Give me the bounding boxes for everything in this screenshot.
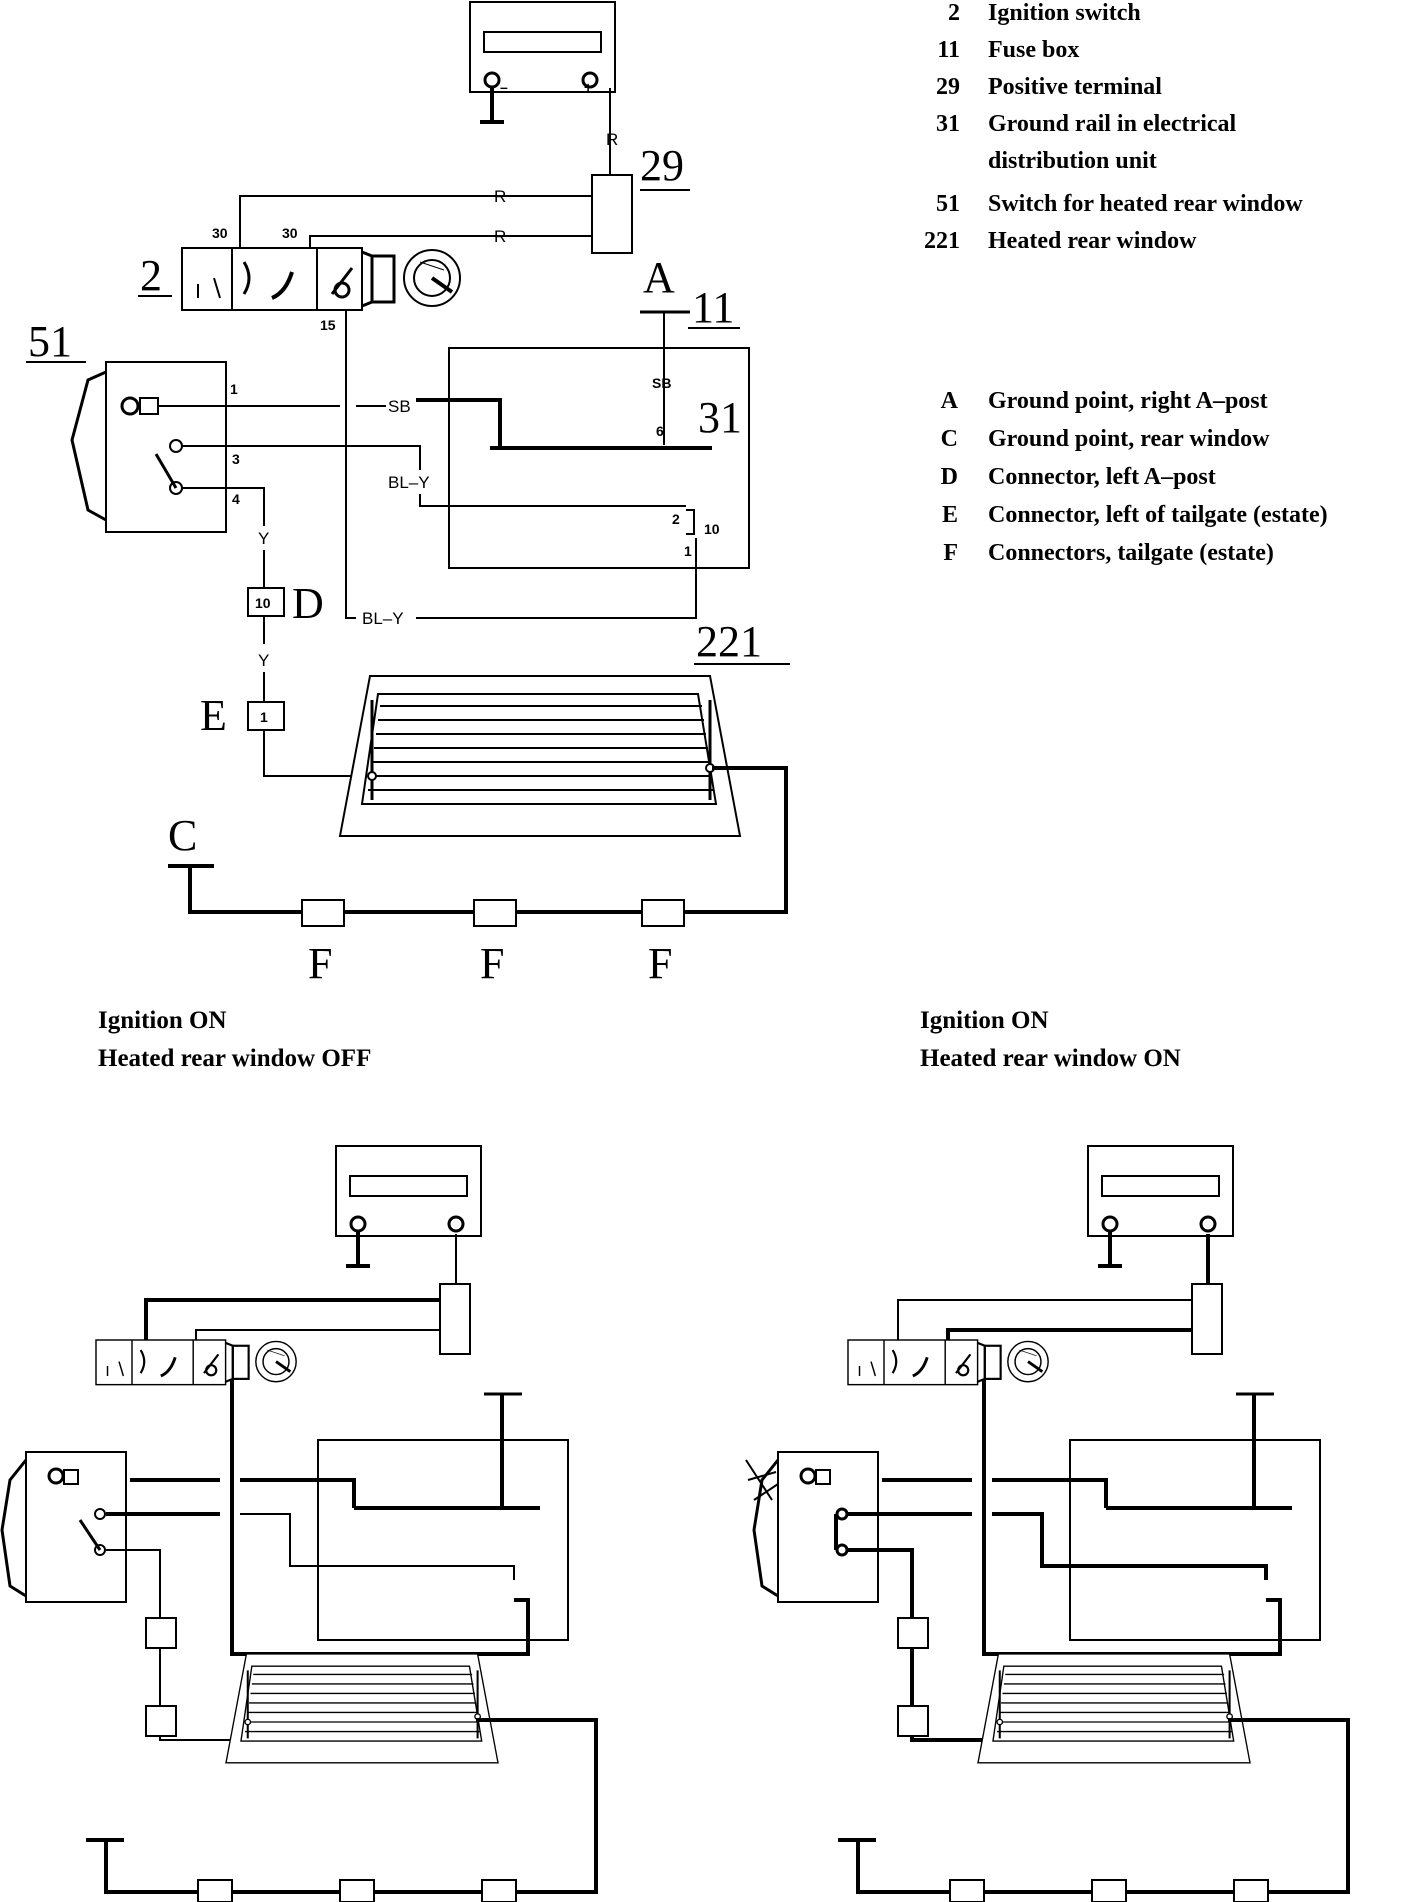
main-diagram: – + R 29 R R 30 30 15 2 A 11 SB 6 31 2 1: [26, 0, 790, 988]
label-E: E: [200, 691, 227, 740]
wire-label-red-top: R: [606, 130, 618, 149]
state-diagram-on: [745, 1144, 1350, 1902]
battery-minus-label: –: [500, 79, 508, 95]
pin-fuse-1: 1: [684, 543, 692, 559]
legend-code: A: [941, 388, 959, 414]
legend-text: Ground point, right A–post: [988, 388, 1268, 414]
legend-code: 29: [936, 74, 960, 100]
wire-label-red-1: R: [494, 187, 506, 206]
legend-code: 11: [937, 37, 960, 63]
label-11: 11: [692, 283, 734, 332]
wire-label-y-lower: Y: [258, 651, 269, 670]
legend-code: 221: [924, 228, 960, 254]
legend-code: E: [942, 502, 958, 528]
connector-f-1: [301, 899, 345, 927]
label-A: A: [643, 253, 675, 302]
legend-code: 2: [948, 0, 960, 26]
wire-switch-pin3: [182, 445, 421, 470]
label-221: 221: [696, 617, 762, 666]
wire-label-bly-upper: BL–Y: [388, 473, 430, 492]
wire-label-sb-switch: SB: [388, 397, 411, 416]
heated-rear-window: [338, 674, 742, 838]
wire-switch-pin4: [182, 487, 265, 526]
pin-fuse-10: 10: [704, 521, 720, 537]
wire-red-1: [239, 195, 592, 250]
label-51: 51: [28, 317, 72, 366]
state-1-caption-line1: Ignition ON: [98, 1007, 227, 1034]
legend-text: Fuse box: [988, 37, 1079, 63]
label-31: 31: [698, 393, 742, 442]
label-F-1: F: [308, 939, 332, 988]
pin-sw-3: 3: [232, 451, 240, 467]
wire-label-bly-lower: BL–Y: [362, 609, 404, 628]
state-2-caption-line1: Ignition ON: [920, 1007, 1049, 1034]
state-1-caption-line2: Heated rear window OFF: [98, 1045, 371, 1072]
label-F-3: F: [648, 939, 672, 988]
label-F-2: F: [480, 939, 504, 988]
battery-plus-label: +: [584, 79, 592, 95]
label-29: 29: [640, 141, 684, 190]
wire-bly-to-fuse: [419, 494, 686, 507]
wire-label-red-2: R: [494, 227, 506, 246]
connector-e-pin: 1: [260, 709, 268, 725]
legend-code: 51: [936, 191, 960, 217]
connector-f-3: [641, 899, 685, 927]
positive-terminal-block: [591, 174, 633, 254]
legend-text: Connector, left A–post: [988, 464, 1216, 490]
connector-d: [247, 587, 285, 617]
wire-label-sb-fuse: SB: [652, 375, 671, 391]
legend-text: distribution unit: [988, 148, 1157, 174]
legend-text: Ground point, rear window: [988, 426, 1270, 452]
label-2: 2: [140, 251, 162, 300]
ground-loop-main: [188, 766, 788, 914]
legend-text: Switch for heated rear window: [988, 191, 1303, 217]
legend-code: D: [941, 464, 958, 490]
legend-text: Positive terminal: [988, 74, 1162, 100]
legend-text: Connector, left of tailgate (estate): [988, 502, 1328, 528]
connector-f-2: [473, 899, 517, 927]
fuse-box: [448, 347, 750, 569]
pin-fuse-2: 2: [672, 511, 680, 527]
battery: [468, 0, 617, 124]
wire-bly-lower: [416, 538, 697, 619]
legend-code: C: [941, 426, 958, 452]
legend-text: Connectors, tailgate (estate): [988, 540, 1274, 566]
legend-code: 31: [936, 111, 960, 137]
pin-15: 15: [320, 317, 336, 333]
legend-text: Ground rail in electrical: [988, 111, 1237, 137]
state-2-caption-line2: Heated rear window ON: [920, 1045, 1181, 1072]
legend-text: Ignition switch: [988, 0, 1141, 26]
wire-to-heater-left: [263, 730, 374, 777]
wire-ignition-15: [345, 310, 356, 619]
connector-d-pin: 10: [255, 595, 271, 611]
wire-red-2: [309, 235, 592, 250]
ignition-switch: [180, 246, 462, 312]
legend-components: 2 Ignition switch 11 Fuse box 29 Positive ter…: [924, 0, 1303, 254]
wire-sb-to-ground-rail: [416, 398, 502, 448]
pin-30b: 30: [282, 225, 298, 241]
connector-e: [247, 701, 285, 731]
pin-sw-4: 4: [232, 491, 240, 507]
state-diagram-off: [0, 1144, 598, 1902]
pin-sw-1: 1: [230, 381, 238, 397]
legend-text: Heated rear window: [988, 228, 1197, 254]
legend-code: F: [943, 540, 958, 566]
pin-30a: 30: [212, 225, 228, 241]
wire-label-y-upper: Y: [258, 529, 269, 548]
label-D: D: [292, 579, 324, 628]
label-C: C: [168, 811, 197, 860]
pin-6: 6: [656, 423, 664, 439]
